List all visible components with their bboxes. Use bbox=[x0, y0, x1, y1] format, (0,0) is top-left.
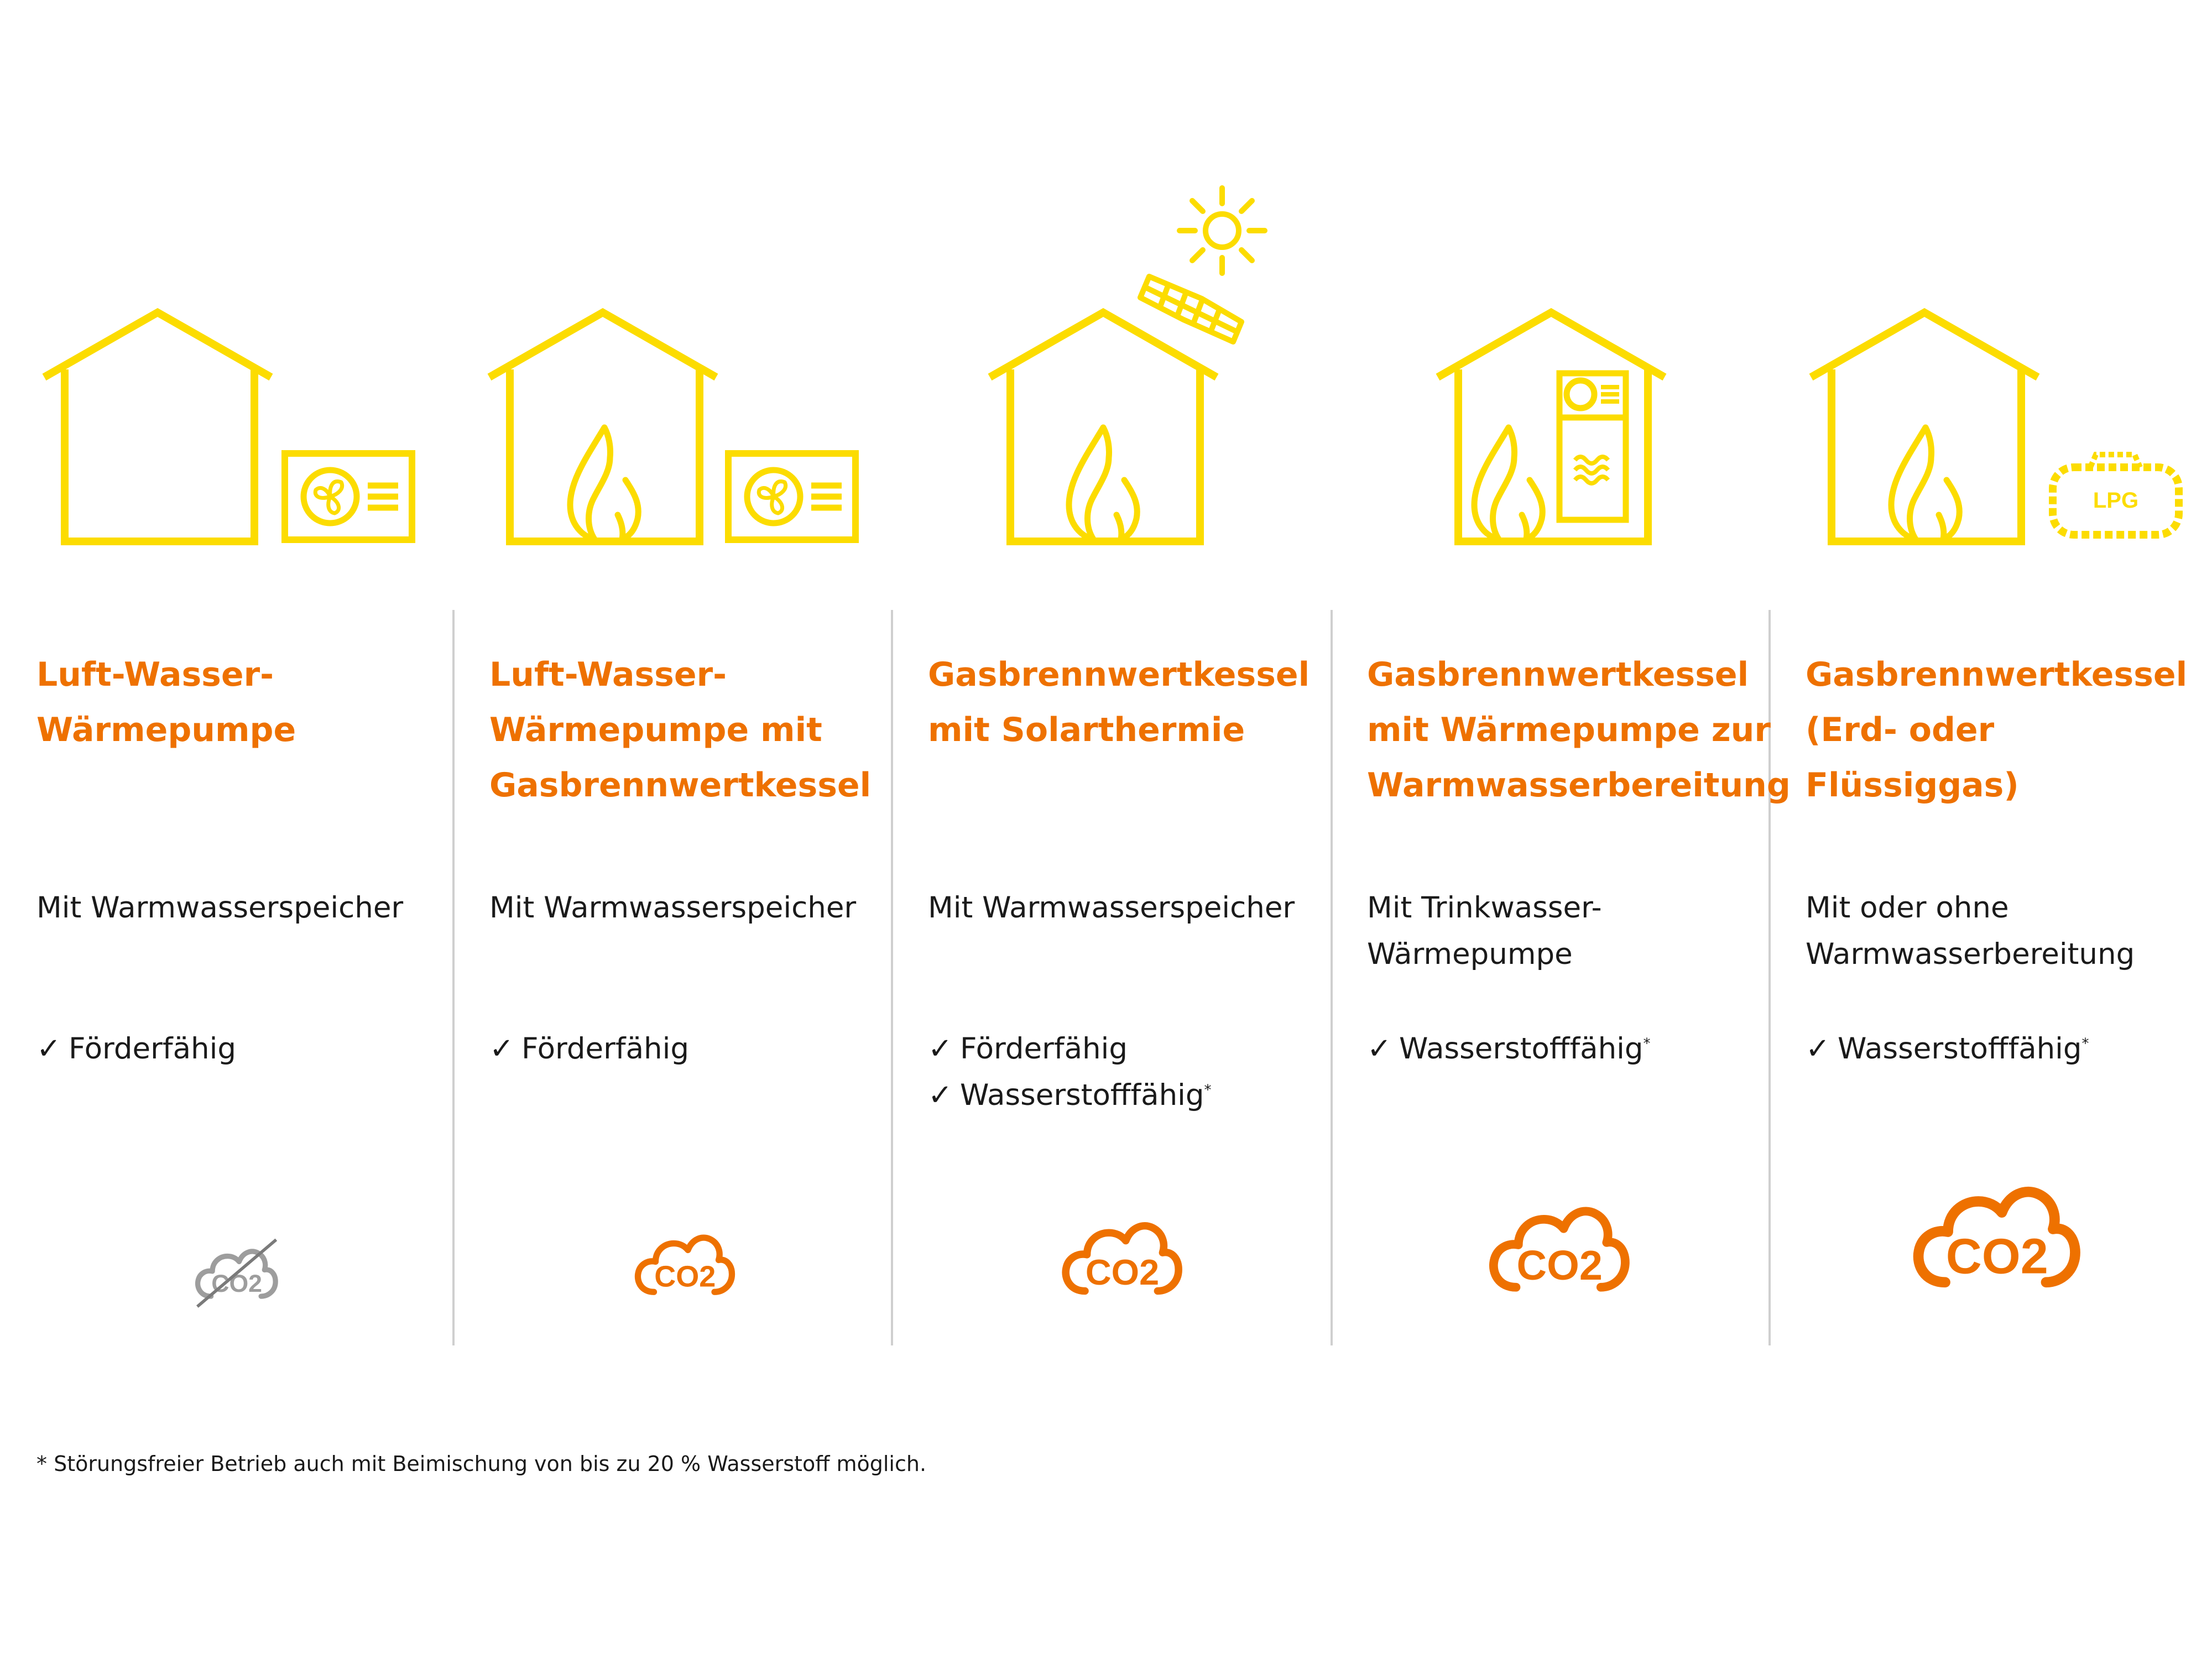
co2-label: CO2 bbox=[1086, 1252, 1159, 1292]
title-line: (Erd- oder Flüssiggas) bbox=[1806, 711, 2019, 805]
footnote: * Störungsfreier Betrieb auch mit Beimis… bbox=[36, 1452, 927, 1476]
solar-panel-icon bbox=[1138, 274, 1244, 345]
illustration-1 bbox=[44, 312, 412, 541]
checkmark-icon: ✓ bbox=[928, 1078, 953, 1112]
title-line: Gasbrennwertkessel bbox=[1367, 655, 1749, 694]
feature-label: Förderfähig bbox=[69, 1032, 237, 1066]
emission-icon-5: CO2 bbox=[1918, 1192, 2075, 1284]
column-description: Mit Warmwasserspeicher bbox=[36, 885, 457, 931]
co2-label: CO2 bbox=[654, 1260, 716, 1293]
column-description: Mit Warmwasserspeicher bbox=[928, 885, 1348, 931]
feature-label: Wasserstofffähig bbox=[1399, 1032, 1644, 1066]
title-line: Warmwasserbereitung bbox=[1367, 766, 1791, 805]
feature-list: ✓Wasserstofffähig* bbox=[1367, 1026, 1651, 1072]
lpg-tank-icon: LPG bbox=[2049, 452, 2183, 539]
description-line: Mit Warmwasserspeicher bbox=[928, 891, 1295, 925]
footnote-marker: * bbox=[1643, 1035, 1651, 1052]
title-line: Luft-Wasser- bbox=[489, 655, 727, 694]
lpg-label: LPG bbox=[2093, 488, 2138, 513]
title-line: Gasbrennwertkessel bbox=[1806, 655, 2188, 694]
footnote-marker: * bbox=[1204, 1082, 1212, 1099]
emission-icon-2: CO2 bbox=[638, 1238, 732, 1293]
emission-icon-1: CO2 bbox=[197, 1238, 276, 1308]
sun-icon bbox=[1177, 185, 1267, 276]
illustration-4 bbox=[1438, 312, 1665, 541]
water-heat-pump-icon bbox=[1556, 370, 1629, 523]
illustration-5: LPG bbox=[1811, 312, 2183, 541]
feature-label: Förderfähig bbox=[960, 1032, 1128, 1066]
column-title: Gasbrennwertkessel mit Wärmepumpe zur Wa… bbox=[1367, 647, 1791, 813]
title-line: Gasbrennwertkessel bbox=[928, 655, 1310, 694]
feature-item: ✓Förderfähig bbox=[36, 1026, 236, 1072]
description-line: Warmwasserbereitung bbox=[1806, 937, 2135, 971]
checkmark-icon: ✓ bbox=[1367, 1032, 1392, 1066]
checkmark-icon: ✓ bbox=[1806, 1032, 1830, 1066]
feature-item: ✓Wasserstofffähig* bbox=[1806, 1026, 2089, 1072]
feature-label: Wasserstofffähig bbox=[960, 1078, 1204, 1112]
description-line: Mit oder ohne bbox=[1806, 891, 2009, 925]
illustration-3 bbox=[990, 185, 1267, 541]
flame-icon bbox=[570, 427, 638, 539]
column-description: Mit Warmwasserspeicher bbox=[489, 885, 910, 931]
column-dividers bbox=[452, 610, 1771, 1345]
title-line: Luft-Wasser- bbox=[36, 655, 274, 694]
flame-icon bbox=[1474, 427, 1542, 539]
heat-pump-unit-icon bbox=[728, 453, 855, 540]
column-title: Gasbrennwertkessel (Erd- oder Flüssiggas… bbox=[1806, 647, 2209, 813]
feature-item: ✓Wasserstofffähig* bbox=[1367, 1026, 1651, 1072]
flame-icon bbox=[1069, 427, 1137, 539]
feature-label: Förderfähig bbox=[521, 1032, 690, 1066]
heat-pump-unit-icon bbox=[285, 453, 412, 540]
emission-icon-4: CO2 bbox=[1494, 1211, 1625, 1289]
co2-label: CO2 bbox=[1517, 1243, 1603, 1289]
feature-list: ✓Wasserstofffähig* bbox=[1806, 1026, 2089, 1072]
feature-list: ✓Förderfähig bbox=[36, 1026, 236, 1072]
title-line: Gasbrennwertkessel bbox=[489, 766, 872, 805]
title-line: mit Solarthermie bbox=[928, 711, 1245, 749]
checkmark-icon: ✓ bbox=[928, 1032, 953, 1066]
house-icon bbox=[44, 312, 271, 541]
illustration-2 bbox=[489, 312, 855, 541]
title-line: Wärmepumpe bbox=[36, 711, 296, 749]
feature-item: ✓Wasserstofffähig* bbox=[928, 1072, 1212, 1119]
feature-list: ✓Förderfähig ✓Wasserstofffähig* bbox=[928, 1026, 1212, 1119]
title-line: mit Wärmepumpe zur bbox=[1367, 711, 1771, 749]
flame-icon bbox=[1891, 427, 1959, 539]
title-line: Wärmepumpe mit bbox=[489, 711, 822, 749]
checkmark-icon: ✓ bbox=[489, 1032, 514, 1066]
feature-item: ✓Förderfähig bbox=[489, 1026, 689, 1072]
feature-label: Wasserstofffähig bbox=[1838, 1032, 2082, 1066]
column-description: Mit Trinkwasser- Wärmepumpe bbox=[1367, 885, 1787, 978]
column-title: Luft-Wasser- Wärmepumpe mit Gasbrennwert… bbox=[489, 647, 910, 813]
feature-list: ✓Förderfähig bbox=[489, 1026, 689, 1072]
checkmark-icon: ✓ bbox=[36, 1032, 61, 1066]
footnote-marker: * bbox=[2081, 1035, 2089, 1052]
emission-icon-3: CO2 bbox=[1066, 1226, 1178, 1292]
description-line: Mit Trinkwasser- bbox=[1367, 891, 1602, 925]
description-line: Mit Warmwasserspeicher bbox=[489, 891, 857, 925]
description-line: Wärmepumpe bbox=[1367, 937, 1573, 971]
column-title: Luft-Wasser- Wärmepumpe bbox=[36, 647, 457, 758]
column-title: Gasbrennwertkessel mit Solarthermie bbox=[928, 647, 1348, 758]
feature-item: ✓Förderfähig bbox=[928, 1026, 1212, 1072]
description-line: Mit Warmwasserspeicher bbox=[36, 891, 404, 925]
co2-label: CO2 bbox=[1946, 1229, 2048, 1285]
column-description: Mit oder ohne Warmwasserbereitung bbox=[1806, 885, 2212, 978]
